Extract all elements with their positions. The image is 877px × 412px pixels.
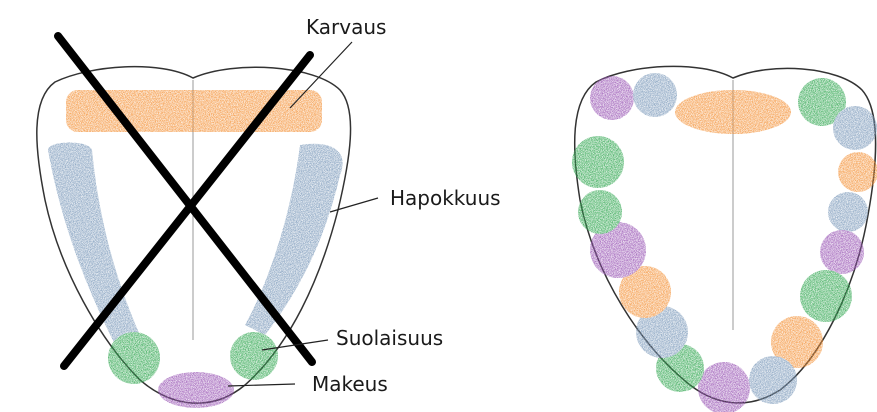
right-tongue: [572, 66, 877, 412]
taste-cluster-17: [578, 190, 622, 234]
taste-cluster-7: [828, 192, 868, 232]
taste-cluster-2: [633, 73, 677, 117]
taste-cluster-8: [820, 230, 864, 274]
taste-cluster-6: [838, 152, 877, 192]
salty-zone-right: [230, 332, 278, 380]
label-suolaisuus: Suolaisuus: [336, 326, 443, 350]
label-karvaus: Karvaus: [306, 15, 386, 39]
left-tongue: [37, 36, 351, 408]
taste-cluster-5: [833, 106, 877, 150]
taste-cluster-18: [572, 136, 624, 188]
taste-cluster-3: [675, 90, 791, 134]
taste-cluster-11: [749, 356, 797, 404]
salty-zone-left: [108, 332, 160, 384]
label-hapokkuus: Hapokkuus: [390, 186, 501, 210]
taste-cluster-12: [698, 362, 750, 412]
sweet-zone-tip: [158, 372, 234, 408]
taste-cluster-1: [590, 76, 634, 120]
taste-cluster-9: [800, 270, 852, 322]
label-makeus: Makeus: [312, 372, 388, 396]
